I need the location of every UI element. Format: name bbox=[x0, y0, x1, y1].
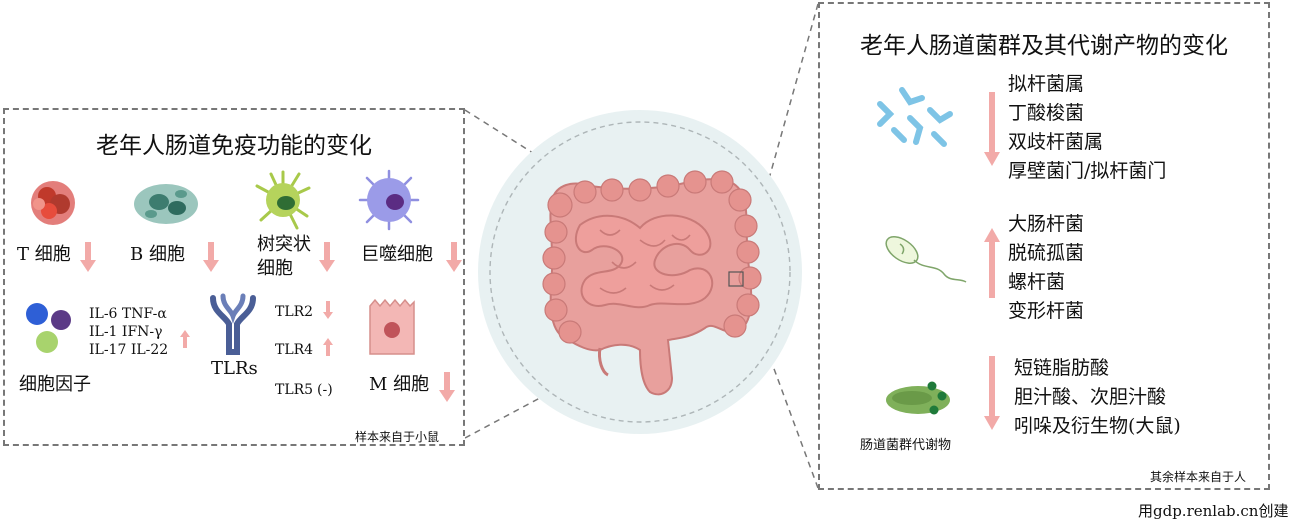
cytokine-icon bbox=[26, 303, 71, 353]
cytokine-row-2: IL-1 IFN-γ bbox=[89, 324, 163, 340]
tlr5-change: (-) bbox=[317, 382, 333, 398]
cytokine-row-3: IL-17 IL-22 bbox=[89, 342, 169, 358]
credit-text: 用gdp.renlab.cn创建 bbox=[1138, 502, 1289, 520]
taxon-item: 拟杆菌属 bbox=[1008, 73, 1085, 95]
up-arrow-icon bbox=[984, 228, 1000, 298]
cytokine-label: 细胞因子 bbox=[19, 374, 91, 395]
tlr4-label: TLR4 bbox=[275, 342, 314, 358]
b-cell-label: B 细胞 bbox=[130, 244, 185, 265]
taxon-item: 大肠杆菌 bbox=[1008, 213, 1085, 235]
t-cell-label: T 细胞 bbox=[17, 244, 71, 265]
immune-panel-title: 老年人肠道免疫功能的变化 bbox=[96, 133, 372, 159]
down-arrow-icon bbox=[439, 372, 455, 402]
m-cell-icon bbox=[369, 298, 415, 355]
immune-function-panel: 老年人肠道免疫功能的变化 T 细胞 B 细胞 树突状 细胞 bbox=[3, 108, 465, 446]
dendritic-cell-label-2: 细胞 bbox=[257, 258, 293, 279]
up-arrow-icon bbox=[180, 330, 190, 348]
ecoli-icon bbox=[885, 236, 967, 283]
metabolite-icon-label: 肠道菌群代谢物 bbox=[860, 438, 952, 453]
taxon-item: 厚壁菌门/拟杆菌门 bbox=[1008, 160, 1167, 182]
taxon-item: 脱硫孤菌 bbox=[1008, 242, 1085, 264]
bacteroides-icon bbox=[877, 87, 953, 147]
down-arrow-icon bbox=[446, 242, 462, 272]
down-arrow-icon bbox=[984, 356, 1000, 430]
metabolite-item: 吲哚及衍生物(大鼠) bbox=[1014, 415, 1181, 437]
dendritic-cell-label-1: 树突状 bbox=[257, 234, 311, 255]
dashed-circle bbox=[489, 121, 791, 423]
dendritic-cell-icon bbox=[255, 170, 311, 230]
cytokine-row-1: IL-6 TNF-α bbox=[89, 306, 167, 322]
m-cell-label: M 细胞 bbox=[369, 374, 430, 395]
down-arrow-icon bbox=[984, 92, 1000, 166]
decreased-taxa-list: 拟杆菌属 丁酸梭菌 双歧杆菌属 厚壁菌门/拟杆菌门 bbox=[1008, 70, 1166, 186]
taxon-item: 双歧杆菌属 bbox=[1008, 131, 1104, 153]
metabolite-item: 短链脂肪酸 bbox=[1014, 357, 1110, 379]
down-arrow-icon bbox=[203, 242, 219, 272]
zoom-box-icon bbox=[728, 271, 744, 287]
tlr-receptor-icon bbox=[210, 293, 256, 355]
down-arrow-icon bbox=[323, 301, 333, 319]
metabolite-list: 短链脂肪酸 胆汁酸、次胆汁酸 吲哚及衍生物(大鼠) bbox=[1014, 354, 1181, 441]
b-cell-icon bbox=[134, 184, 198, 224]
macrophage-label: 巨噬细胞 bbox=[361, 244, 433, 265]
increased-taxa-list: 大肠杆菌 脱硫孤菌 螺杆菌 变形杆菌 bbox=[1008, 210, 1084, 326]
metabolite-icon bbox=[886, 381, 950, 415]
macrophage-icon bbox=[358, 169, 420, 231]
human-sample-note: 其余样本来自于人 bbox=[1150, 470, 1247, 484]
taxon-item: 变形杆菌 bbox=[1008, 300, 1085, 322]
mouse-sample-note: 样本来自于小鼠 bbox=[355, 430, 440, 444]
up-arrow-icon bbox=[323, 338, 333, 356]
t-cell-icon bbox=[31, 181, 75, 225]
down-arrow-icon bbox=[80, 242, 96, 272]
microbiota-panel: 老年人肠道菌群及其代谢产物的变化 拟杆菌属 丁酸梭菌 双歧杆菌属 厚壁菌门/拟杆… bbox=[818, 2, 1270, 490]
taxon-item: 丁酸梭菌 bbox=[1008, 102, 1085, 124]
tlrs-label: TLRs bbox=[211, 358, 258, 379]
tlr2-label: TLR2 bbox=[275, 304, 314, 320]
intestine-icon bbox=[542, 170, 762, 396]
taxon-item: 螺杆菌 bbox=[1008, 271, 1066, 293]
microbiota-panel-title: 老年人肠道菌群及其代谢产物的变化 bbox=[860, 33, 1228, 59]
metabolite-item: 胆汁酸、次胆汁酸 bbox=[1014, 386, 1167, 408]
down-arrow-icon bbox=[319, 242, 335, 272]
connector-line-right-bottom bbox=[741, 281, 819, 489]
tlr5-label: TLR5 bbox=[275, 382, 314, 398]
